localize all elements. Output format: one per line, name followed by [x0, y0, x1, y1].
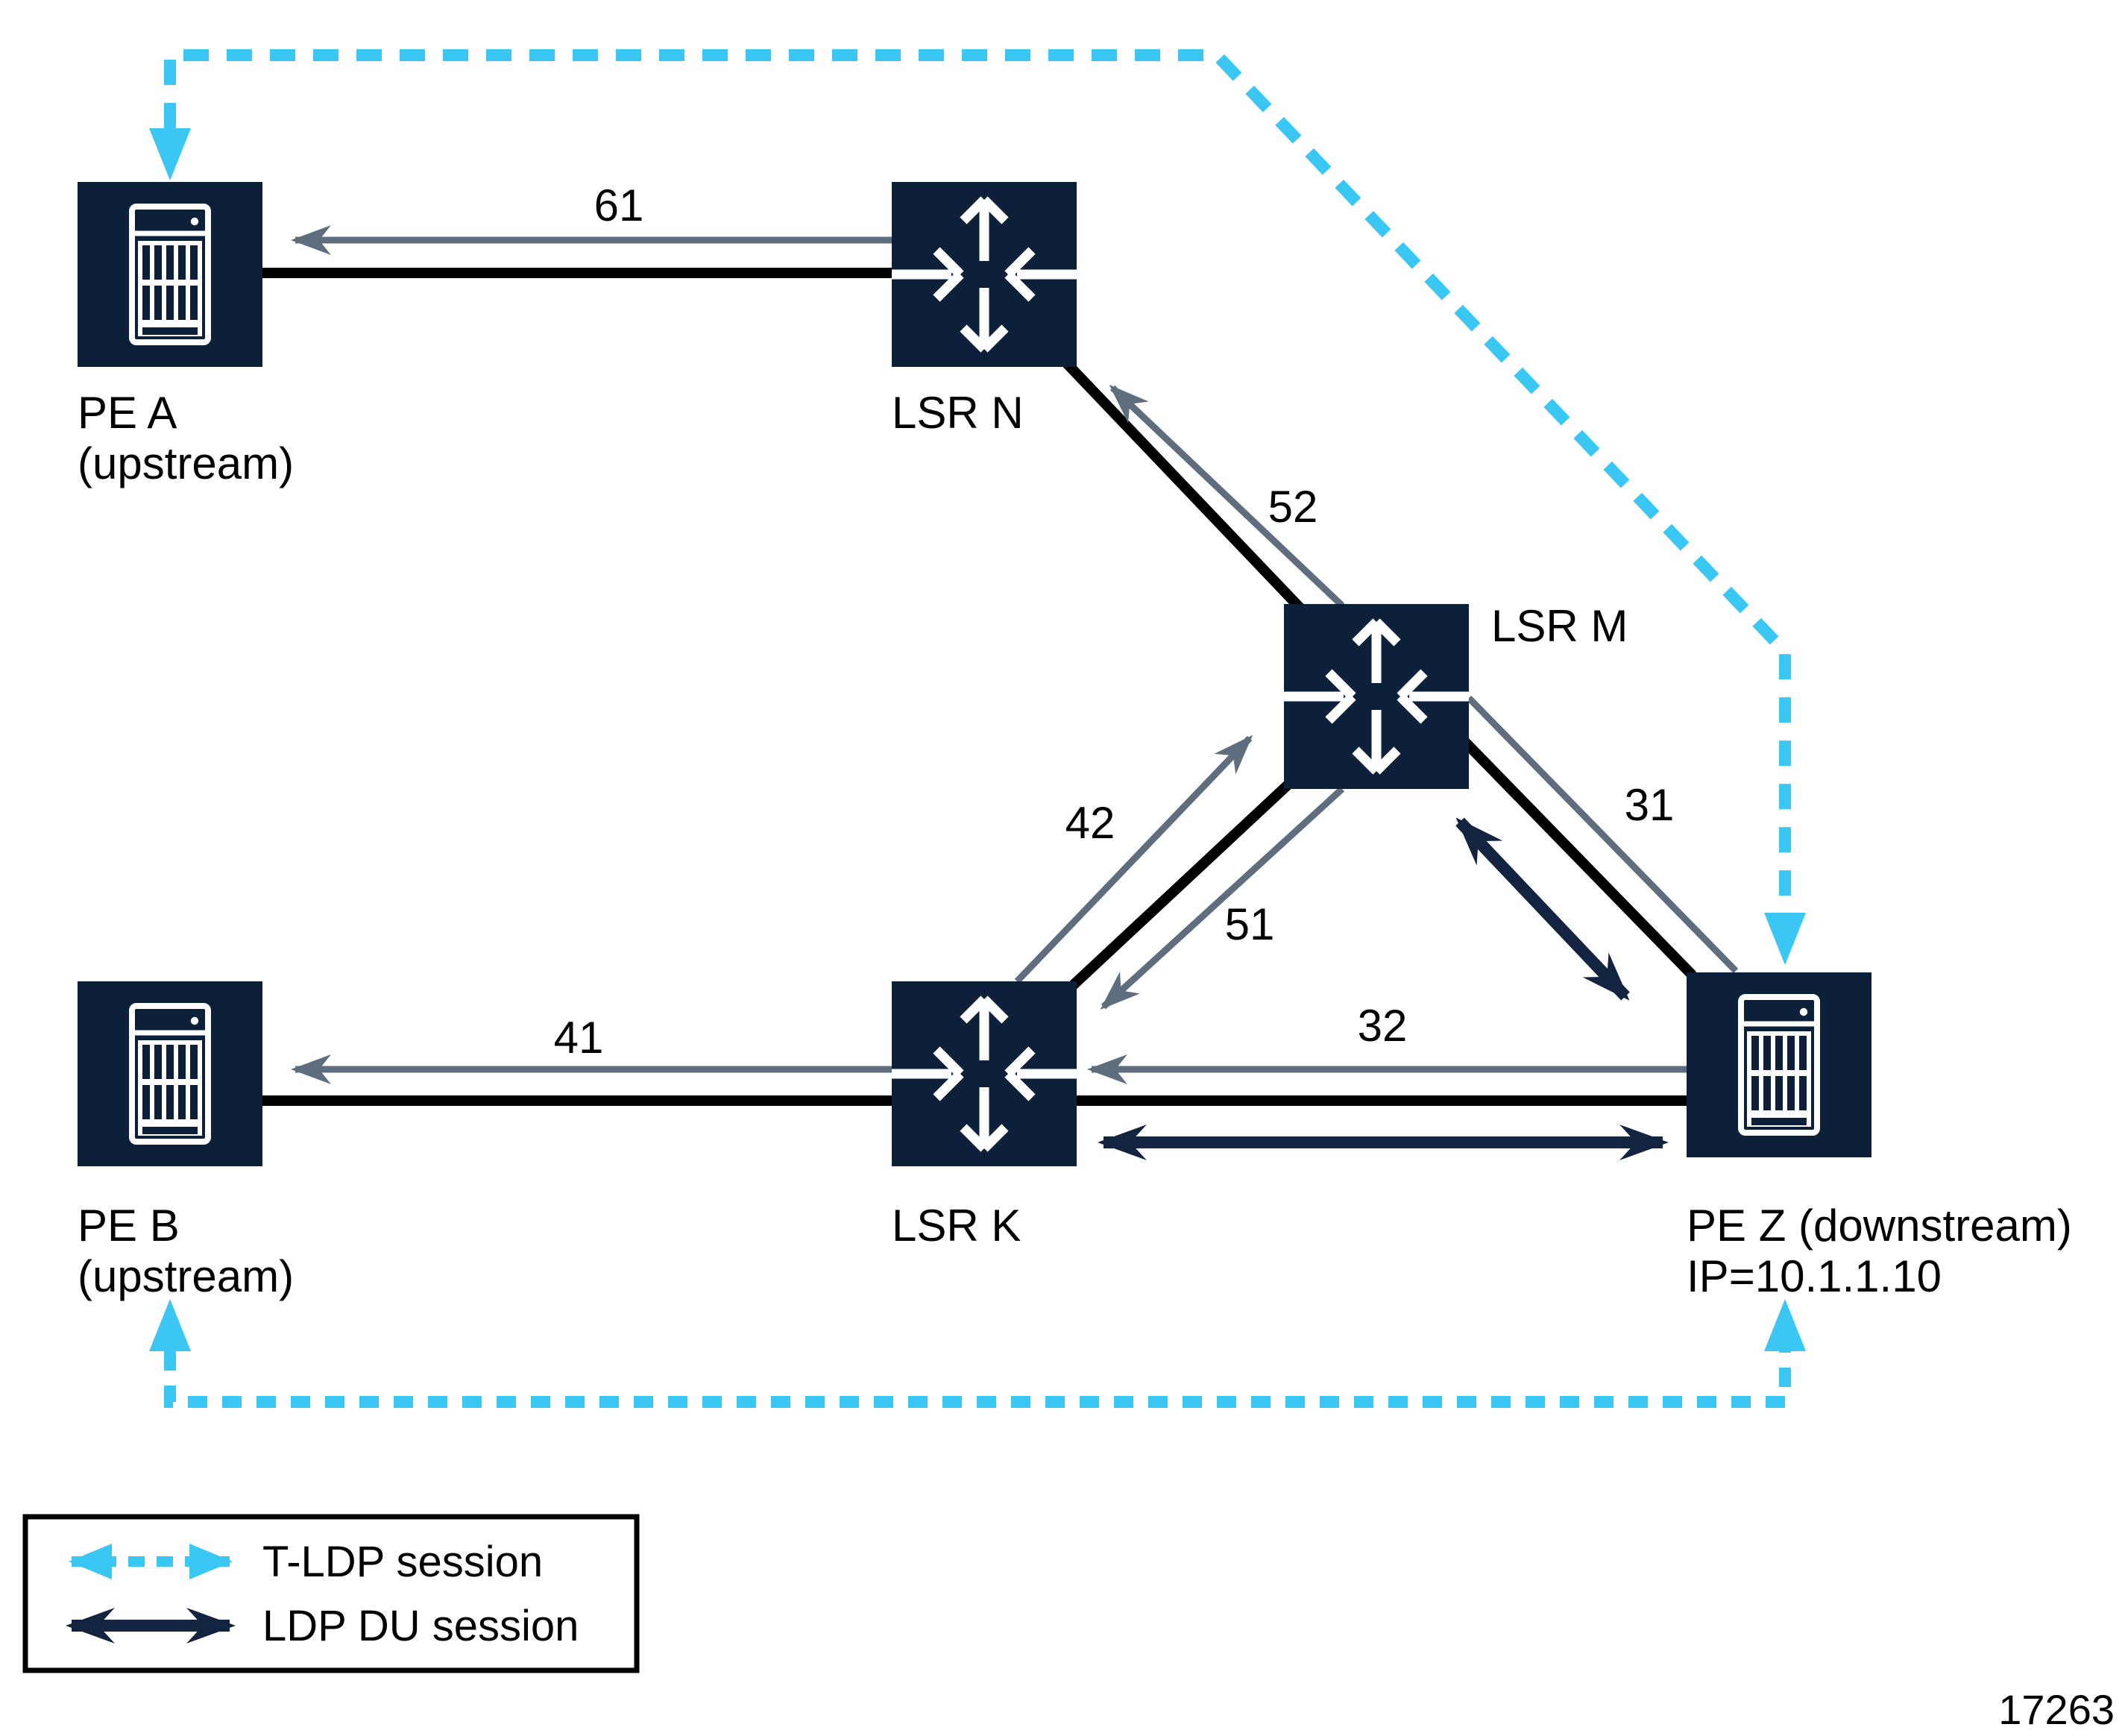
- label-51: 51: [1225, 899, 1275, 949]
- pe-a-role-label: (upstream): [78, 438, 294, 488]
- node-lsr-n: LSR N: [892, 182, 1077, 438]
- server-icon: [132, 1006, 208, 1142]
- ldp-du-sessions: [1098, 817, 1669, 1160]
- link-lsrn-lsrm-line: [1054, 351, 1311, 618]
- tldp-session-peb-pez: [149, 1299, 1806, 1408]
- tldp-arrow-into-pez-bottom-icon: [1764, 1299, 1806, 1351]
- tldp-session-pea-pez: [149, 49, 1806, 965]
- legend-tldp-label: T-LDP session: [262, 1538, 543, 1586]
- legend: T-LDP session LDP DU session: [22, 1514, 640, 1673]
- node-pe-z: PE Z (downstream) IP=10.1.1.10: [1687, 972, 2072, 1301]
- server-icon: [132, 207, 208, 342]
- label-41: 41: [554, 1013, 604, 1063]
- label-32: 32: [1358, 1001, 1408, 1051]
- label-42: 42: [1065, 798, 1115, 848]
- server-icon: [1741, 997, 1817, 1133]
- ldp-du-lsrm-pez-arrow: [1455, 817, 1630, 1001]
- figure-number: 17263: [1998, 1686, 2115, 1733]
- tldp-path-bottom: [164, 1351, 1791, 1408]
- tldp-arrow-into-pea-icon: [149, 128, 191, 180]
- pe-z-label: PE Z (downstream): [1687, 1201, 2072, 1251]
- lsr-n-label: LSR N: [892, 388, 1024, 438]
- label-61: 61: [594, 180, 644, 230]
- label-52-arrow: [1109, 384, 1345, 608]
- node-lsr-m: LSR M: [1284, 601, 1628, 789]
- node-lsr-k: LSR K: [892, 981, 1077, 1251]
- legend-ldp-du-label: LDP DU session: [262, 1602, 579, 1650]
- pe-b-role-label: (upstream): [78, 1251, 294, 1301]
- legend-box: [22, 1514, 640, 1673]
- lsr-m-label: LSR M: [1491, 601, 1628, 651]
- tldp-arrow-into-peb-icon: [149, 1299, 191, 1351]
- label-31-line: [1466, 695, 1739, 974]
- link-labels: 61 52 42 51 31 32 41: [554, 180, 1675, 1063]
- pe-z-ip-label: IP=10.1.1.10: [1687, 1251, 1942, 1301]
- tldp-path-top: [164, 49, 1791, 913]
- label-52: 52: [1268, 482, 1318, 532]
- node-pe-a: PE A (upstream): [78, 182, 294, 488]
- pe-b-label: PE B: [78, 1201, 180, 1251]
- pe-a-label: PE A: [78, 388, 177, 438]
- node-pe-b: PE B (upstream): [78, 981, 294, 1301]
- lsr-k-label: LSR K: [892, 1201, 1021, 1251]
- tldp-arrow-into-pez-icon: [1764, 913, 1806, 965]
- label-42-arrow: [1014, 735, 1253, 984]
- label-51-arrow: [1100, 786, 1345, 1010]
- link-lsrk-lsrm-line: [1065, 777, 1295, 993]
- physical-links: [262, 268, 1697, 1106]
- label-31: 31: [1625, 780, 1675, 830]
